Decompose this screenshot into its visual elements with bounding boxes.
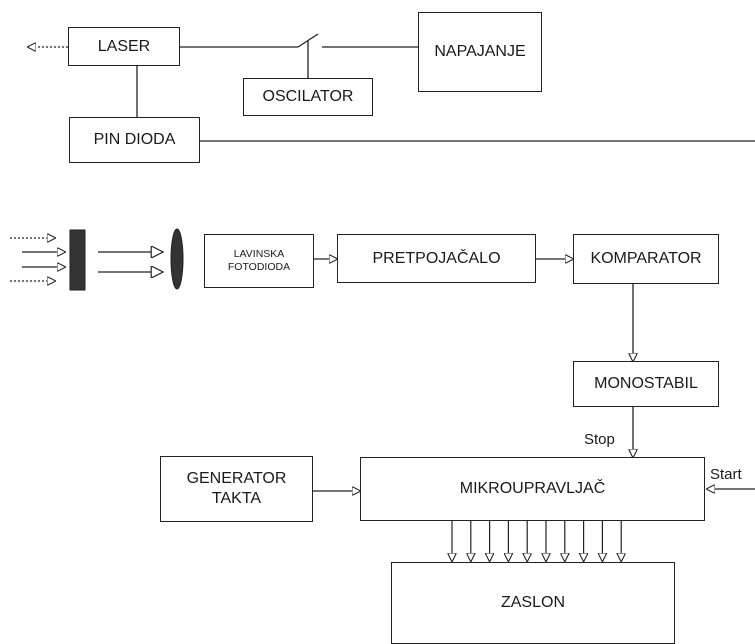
lens bbox=[170, 228, 184, 290]
laser-block: LASER bbox=[68, 27, 180, 66]
oscilator-block: OSCILATOR bbox=[243, 78, 373, 116]
pin-dioda-block: PIN DIODA bbox=[69, 117, 200, 163]
data-bus bbox=[452, 521, 621, 561]
lavinska-fotodioda-block: LAVINSKA FOTODIODA bbox=[204, 234, 314, 288]
optical-filter bbox=[69, 229, 86, 291]
stop-label: Stop bbox=[584, 431, 615, 448]
switch-blade bbox=[297, 33, 319, 48]
start-label: Start bbox=[710, 466, 742, 483]
napajanje-block: NAPAJANJE bbox=[418, 12, 542, 92]
zaslon-block: ZASLON bbox=[391, 562, 675, 644]
pretpojacalo-block: PRETPOJAČALO bbox=[337, 234, 536, 283]
komparator-block: KOMPARATOR bbox=[573, 234, 719, 284]
monostabil-block: MONOSTABIL bbox=[573, 361, 719, 407]
mikroupravljac-block: MIKROUPRAVLJAČ bbox=[360, 457, 705, 521]
generator-takta-block: GENERATOR TAKTA bbox=[160, 456, 313, 522]
